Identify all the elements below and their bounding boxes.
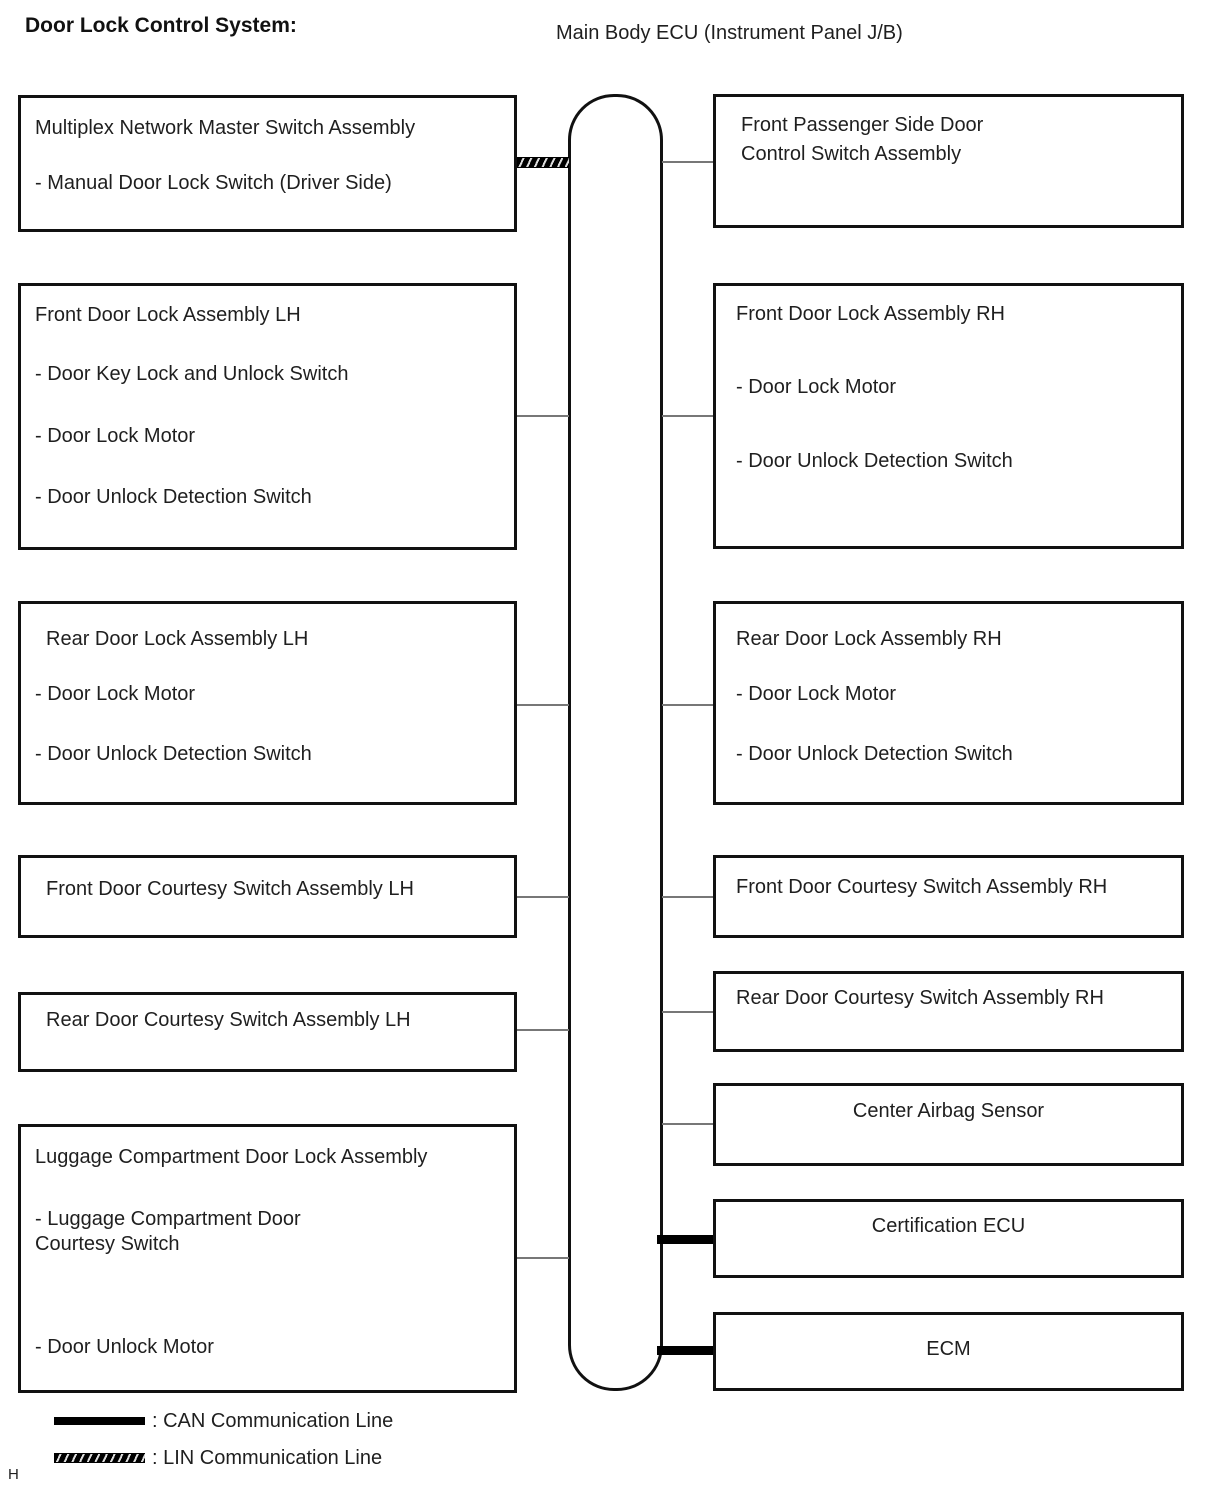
box-title: Rear Door Lock Assembly RH — [736, 628, 1002, 650]
connector-center-airbag-sensor — [662, 1123, 714, 1125]
box-item: - Door Unlock Detection Switch — [35, 743, 312, 765]
box-title: Rear Door Lock Assembly LH — [46, 628, 309, 650]
box-item: - Door Lock Motor — [35, 425, 196, 447]
main-body-ecu-label: Main Body ECU (Instrument Panel J/B) — [556, 22, 903, 44]
connector-front-door-courtesy-lh — [517, 896, 569, 898]
box-title: Luggage Compartment Door Lock Assembly — [35, 1146, 428, 1168]
box-item: - Luggage Compartment Door Courtesy Swit… — [35, 1208, 301, 1255]
box-title: Rear Door Courtesy Switch Assembly LH — [46, 1009, 411, 1031]
box-title: Rear Door Courtesy Switch Assembly RH — [736, 987, 1104, 1009]
connector-rear-door-lock-rh — [662, 704, 714, 706]
box-center-airbag-sensor: Center Airbag Sensor — [713, 1083, 1184, 1166]
box-front-passenger-door-control-switch: Front Passenger Side Door Control Switch… — [713, 94, 1184, 228]
can-line-ecm — [657, 1346, 714, 1355]
box-title: Front Door Courtesy Switch Assembly LH — [46, 878, 414, 900]
box-title: ECM — [926, 1338, 971, 1360]
box-front-door-courtesy-rh: Front Door Courtesy Switch Assembly RH — [713, 855, 1184, 938]
box-title: Certification ECU — [871, 1215, 1026, 1237]
box-rear-door-lock-rh: Rear Door Lock Assembly RH - Door Lock M… — [713, 601, 1184, 805]
box-rear-door-courtesy-lh: Rear Door Courtesy Switch Assembly LH — [18, 992, 517, 1072]
box-item: - Door Lock Motor — [736, 376, 897, 398]
box-rear-door-courtesy-rh: Rear Door Courtesy Switch Assembly RH — [713, 971, 1184, 1052]
box-item: - Door Unlock Detection Switch — [736, 743, 1013, 765]
can-line-certification-ecu — [657, 1235, 714, 1244]
connector-rear-door-lock-lh — [517, 704, 569, 706]
legend-lin-label: : LIN Communication Line — [152, 1447, 383, 1469]
box-title: Multiplex Network Master Switch Assembly — [35, 117, 416, 139]
box-title: Front Door Lock Assembly RH — [736, 303, 1005, 325]
box-item: - Door Lock Motor — [35, 683, 196, 705]
legend-can-label: : CAN Communication Line — [152, 1410, 394, 1432]
box-multiplex-network-master-switch: Multiplex Network Master Switch Assembly… — [18, 95, 517, 232]
box-title: Front Passenger Side Door Control Switch… — [741, 114, 984, 165]
lin-communication-line-multiplex — [517, 157, 569, 168]
connector-rear-door-courtesy-lh — [517, 1029, 569, 1031]
box-certification-ecu: Certification ECU — [713, 1199, 1184, 1278]
box-front-door-courtesy-lh: Front Door Courtesy Switch Assembly LH — [18, 855, 517, 938]
footer-mark: H — [8, 1466, 19, 1483]
box-item: - Door Lock Motor — [736, 683, 897, 705]
box-front-door-lock-rh: Front Door Lock Assembly RH - Door Lock … — [713, 283, 1184, 549]
connector-front-passenger-switch — [662, 161, 714, 163]
box-title: Front Door Courtesy Switch Assembly RH — [736, 876, 1108, 898]
box-luggage-compartment-door-lock: Luggage Compartment Door Lock Assembly -… — [18, 1124, 517, 1393]
legend-can-swatch — [54, 1417, 145, 1425]
box-front-door-lock-lh: Front Door Lock Assembly LH - Door Key L… — [18, 283, 517, 550]
connector-front-door-lock-lh — [517, 415, 569, 417]
connector-front-door-lock-rh — [662, 415, 714, 417]
box-item: - Door Unlock Detection Switch — [736, 450, 1013, 472]
legend-lin-swatch — [54, 1453, 145, 1463]
main-body-ecu-bus — [568, 94, 663, 1391]
connector-luggage-door-lock — [517, 1257, 569, 1259]
connector-front-door-courtesy-rh — [662, 896, 714, 898]
box-ecm: ECM — [713, 1312, 1184, 1391]
box-item: - Door Unlock Detection Switch — [35, 486, 312, 508]
box-title: Front Door Lock Assembly LH — [35, 304, 301, 326]
page-title: Door Lock Control System: — [25, 14, 297, 37]
box-item: - Door Key Lock and Unlock Switch — [35, 363, 349, 385]
box-item: - Manual Door Lock Switch (Driver Side) — [35, 172, 392, 194]
box-item: - Door Unlock Motor — [35, 1336, 214, 1358]
box-rear-door-lock-lh: Rear Door Lock Assembly LH - Door Lock M… — [18, 601, 517, 805]
connector-rear-door-courtesy-rh — [662, 1011, 714, 1013]
box-title: Center Airbag Sensor — [852, 1100, 1045, 1122]
